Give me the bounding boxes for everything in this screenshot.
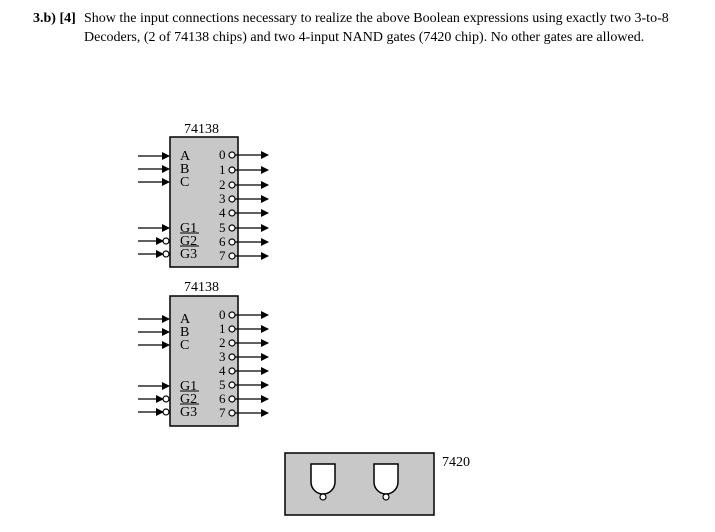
decoder-1-out-2-bubble bbox=[228, 181, 236, 189]
decoder-1-outputs: 0 1 2 3 4 5 6 7 bbox=[219, 147, 269, 263]
decoder-1-g3-inversion-bubble bbox=[162, 250, 170, 258]
nand-gate-2-output-bubble bbox=[382, 493, 390, 501]
decoder-1-pin-c: C bbox=[180, 175, 189, 190]
decoder-1-out-0-label: 0 bbox=[219, 147, 226, 162]
decoder-1-body bbox=[169, 136, 239, 268]
decoder-1-out-7-bubble bbox=[228, 252, 236, 260]
decoder-2-pin-a: A bbox=[180, 312, 191, 327]
nand-gate-1-output-bubble bbox=[319, 493, 327, 501]
decoder-1-out-3-label: 3 bbox=[219, 191, 226, 206]
nand-gate-2[interactable] bbox=[373, 463, 399, 501]
decoder-1-out-0-bubble bbox=[228, 151, 236, 159]
decoder-2-pin-g1: G1 bbox=[180, 379, 197, 394]
decoder-1-out-1-bubble bbox=[228, 166, 236, 174]
decoder-1: 74138 A B C G1 G2 G3 0 1 2 bbox=[138, 122, 269, 268]
decoder-2-out-5-bubble bbox=[228, 381, 236, 389]
decoder-2-pin-g2: G2 bbox=[180, 392, 197, 407]
decoder-1-out-7-label: 7 bbox=[219, 248, 226, 263]
decoder-2: 74138 A B C G1 G2 G3 0 1 2 3 bbox=[138, 280, 269, 427]
nand-gate-1-body bbox=[310, 463, 336, 495]
decoder-2-out-2-bubble bbox=[228, 339, 236, 347]
nand-gate-1[interactable] bbox=[310, 463, 336, 501]
question-label: 3.b) [4] bbox=[33, 11, 76, 26]
decoder-2-out-4-bubble bbox=[228, 367, 236, 375]
nand-gate-2-body bbox=[373, 463, 399, 495]
nand-chip-7420 bbox=[284, 452, 435, 516]
decoder-1-out-6-label: 6 bbox=[219, 234, 226, 249]
decoder-2-pin-c: C bbox=[180, 338, 189, 353]
decoder-2-out-4-label: 4 bbox=[219, 363, 226, 378]
decoder-1-out-3-bubble bbox=[228, 195, 236, 203]
decoder-2-out-1-bubble bbox=[228, 325, 236, 333]
decoder-1-out-2-label: 2 bbox=[219, 177, 226, 192]
decoder-2-out-7-label: 7 bbox=[219, 405, 226, 420]
question-text: Show the input connections necessary to … bbox=[84, 11, 669, 45]
decoder-2-g2-inversion-bubble bbox=[162, 395, 170, 403]
decoder-1-out-4-label: 4 bbox=[219, 205, 226, 220]
decoder-1-out-6-bubble bbox=[228, 238, 236, 246]
decoder-1-pin-g1: G1 bbox=[180, 221, 197, 236]
decoder-1-out-4-bubble bbox=[228, 209, 236, 217]
decoder-2-out-7-bubble bbox=[228, 409, 236, 417]
nand-chip-label: 7420 bbox=[442, 455, 470, 470]
nand-chip-body bbox=[284, 452, 435, 516]
decoder-2-out-0-label: 0 bbox=[219, 307, 226, 322]
decoder-2-out-3-label: 3 bbox=[219, 349, 226, 364]
decoder-2-out-1-label: 1 bbox=[219, 321, 226, 336]
decoder-1-g2-inversion-bubble bbox=[162, 237, 170, 245]
decoder-2-out-3-bubble bbox=[228, 353, 236, 361]
decoder-2-out-6-bubble bbox=[228, 395, 236, 403]
decoder-1-pin-b: B bbox=[180, 162, 189, 177]
decoder-1-pin-g3: G3 bbox=[180, 247, 197, 262]
decoder-1-out-5-label: 5 bbox=[219, 220, 226, 235]
decoder-2-pin-g3: G3 bbox=[180, 405, 197, 420]
decoder-1-out-5-bubble bbox=[228, 224, 236, 232]
decoder-2-pin-b: B bbox=[180, 325, 189, 340]
decoder-1-pin-g2: G2 bbox=[180, 234, 197, 249]
decoder-1-title: 74138 bbox=[184, 122, 219, 137]
decoder-1-pin-a: A bbox=[180, 149, 191, 164]
decoder-2-out-0-bubble bbox=[228, 311, 236, 319]
decoder-2-g3-inversion-bubble bbox=[162, 408, 170, 416]
decoder-2-title: 74138 bbox=[184, 280, 219, 295]
decoder-1-out-1-label: 1 bbox=[219, 162, 226, 177]
decoder-2-outputs: 0 1 2 3 4 5 6 7 bbox=[219, 307, 269, 420]
decoder-2-out-2-label: 2 bbox=[219, 335, 226, 350]
decoder-2-out-5-label: 5 bbox=[219, 377, 226, 392]
decoder-2-out-6-label: 6 bbox=[219, 391, 226, 406]
